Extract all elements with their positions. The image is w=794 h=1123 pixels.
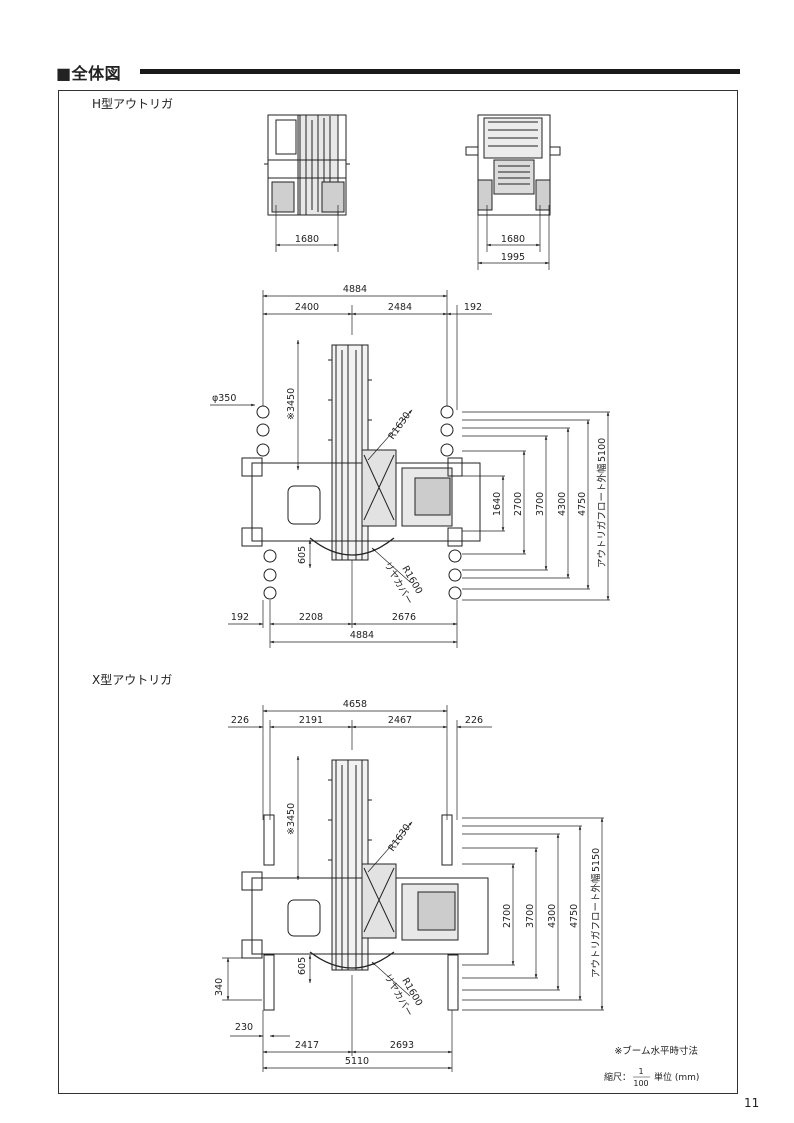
x-float-width: 5150	[591, 848, 602, 872]
h-bottom-overhang: 192	[231, 612, 249, 623]
h-top-overhang: 192	[464, 302, 482, 313]
title-rule	[140, 69, 740, 74]
x-width-3700: 3700	[525, 904, 536, 928]
x-top-rear: 2467	[388, 715, 412, 726]
h-outrigger-floats	[256, 405, 462, 600]
x-top-total: 4658	[343, 699, 367, 710]
x-width-4750: 4750	[569, 904, 580, 928]
x-bottom-front: 2417	[295, 1040, 319, 1051]
h-top-total: 4884	[343, 284, 367, 295]
h-width-2700: 2700	[513, 492, 524, 516]
h-front-track: 1680	[295, 234, 319, 245]
h-rear-width: 1995	[501, 252, 525, 263]
h-rear-offset: 605	[297, 546, 308, 564]
front-view-truck	[264, 114, 350, 216]
h-boom-dim: ※3450	[286, 388, 297, 420]
x-top-front: 2191	[299, 715, 323, 726]
h-plan-view	[241, 344, 481, 561]
scale-label: 縮尺：	[604, 1071, 631, 1083]
x-bottom-total: 5110	[345, 1056, 369, 1067]
x-top-right-overhang: 226	[465, 715, 483, 726]
h-bottom-front: 2208	[299, 612, 323, 623]
scale-denominator: 100	[633, 1079, 648, 1088]
h-width-4750: 4750	[577, 492, 588, 516]
x-side-340: 340	[214, 978, 225, 996]
h-section-title: H型アウトリガ	[92, 97, 173, 111]
h-bottom-total: 4884	[350, 630, 374, 641]
x-section-title: X型アウトリガ	[92, 673, 172, 687]
h-width-3700: 3700	[535, 492, 546, 516]
rear-view-truck	[465, 114, 561, 216]
h-float-width: 5100	[597, 438, 608, 462]
x-width-4300: 4300	[547, 904, 558, 928]
h-float-width-label: アウトリガフロート外幅	[596, 463, 608, 568]
drawing-frame	[58, 90, 738, 1094]
section-header: ■全体図	[56, 60, 740, 84]
h-top-rear: 2484	[388, 302, 412, 313]
h-width-4300: 4300	[557, 492, 568, 516]
h-top-front: 2400	[295, 302, 319, 313]
x-float-width-label: アウトリガフロート外幅	[590, 873, 602, 978]
x-side-230: 230	[235, 1022, 253, 1033]
h-radius-front: R1630	[386, 410, 413, 442]
x-plan-view	[241, 759, 489, 1011]
x-top-left-overhang: 226	[231, 715, 249, 726]
h-float-dia: φ350	[212, 393, 236, 404]
h-rear-track: 1680	[501, 234, 525, 245]
page-number: 11	[744, 1096, 760, 1110]
h-width-1640: 1640	[492, 492, 503, 516]
x-radius-front: R1630	[386, 822, 413, 854]
boom-note: ※ブーム水平時寸法	[614, 1045, 698, 1057]
scale-numerator: 1	[638, 1067, 643, 1076]
x-rear-offset: 605	[297, 957, 308, 975]
x-boom-dim: ※3450	[286, 803, 297, 835]
x-bottom-rear: 2693	[390, 1040, 414, 1051]
unit-label: 単位 (mm)	[654, 1071, 699, 1083]
h-bottom-rear: 2676	[392, 612, 416, 623]
section-title: ■全体図	[56, 64, 122, 83]
x-width-2700: 2700	[502, 904, 513, 928]
